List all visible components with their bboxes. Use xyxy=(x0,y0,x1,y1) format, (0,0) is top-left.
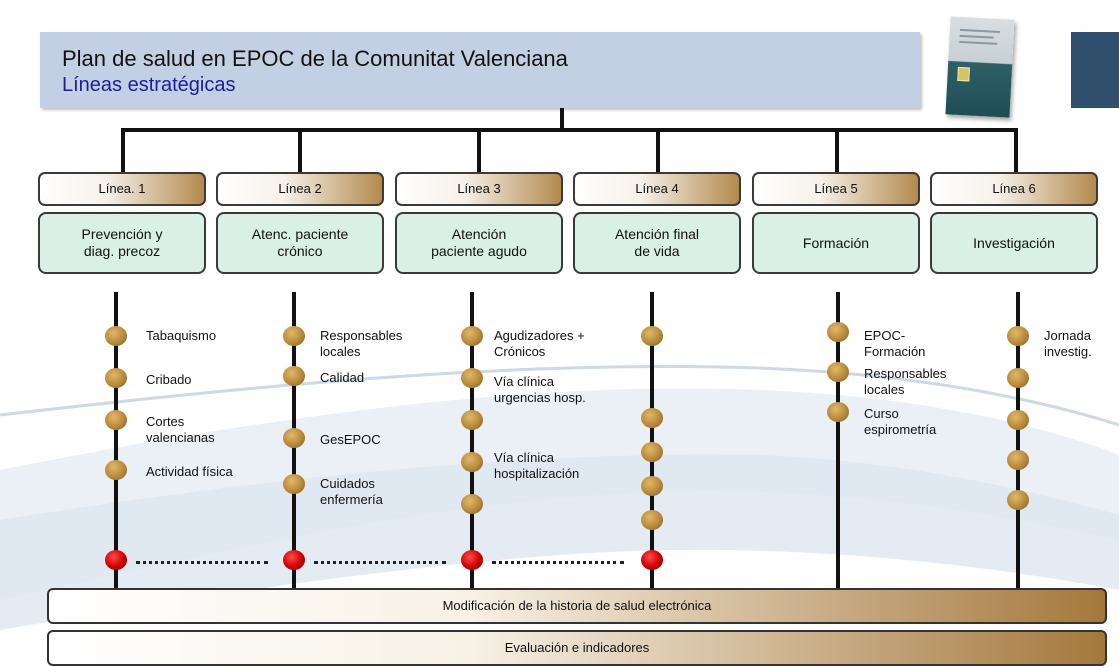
milestone-label: Cuidados enfermería xyxy=(320,476,383,507)
milestone-node xyxy=(1007,368,1029,388)
horizontal-connector xyxy=(121,128,1018,132)
line-box-final-vida: Atención final de vida xyxy=(573,212,741,274)
branch-connector-3 xyxy=(477,128,481,172)
timeline-3 xyxy=(470,292,474,592)
line-box-investigacion: Investigación xyxy=(930,212,1098,274)
milestone-label: Agudizadores + Crónicos xyxy=(494,328,585,359)
end-node xyxy=(461,550,483,570)
milestone-label: Actividad física xyxy=(146,464,233,479)
side-decoration xyxy=(1071,32,1119,108)
branch-connector-1 xyxy=(121,128,125,172)
document-cover-image xyxy=(945,16,1015,118)
milestone-node xyxy=(461,452,483,472)
line-tab-5: Línea 5 xyxy=(752,172,920,206)
milestone-node xyxy=(641,476,663,496)
trunk-connector xyxy=(560,108,564,130)
line-tab-6: Línea 6 xyxy=(930,172,1098,206)
milestone-node xyxy=(461,368,483,388)
timeline-5 xyxy=(836,292,840,592)
milestone-node xyxy=(283,428,305,448)
milestone-node xyxy=(283,474,305,494)
page-subtitle: Líneas estratégicas xyxy=(62,74,236,96)
line-tab-2: Línea 2 xyxy=(216,172,384,206)
line-box-prevencion: Prevención y diag. precoz xyxy=(38,212,206,274)
milestone-label: Curso espirometría xyxy=(864,406,937,437)
milestone-node xyxy=(641,326,663,346)
evaluation-band: Evaluación e indicadores xyxy=(47,630,1107,666)
line-tab-3: Línea 3 xyxy=(395,172,563,206)
milestone-label: Jornada investig. xyxy=(1044,328,1092,359)
milestone-node xyxy=(461,494,483,514)
timeline-1 xyxy=(114,292,118,592)
branch-connector-4 xyxy=(656,128,660,172)
milestone-label: Cribado xyxy=(146,372,192,387)
ehr-band: Modificación de la historia de salud ele… xyxy=(47,588,1107,624)
line-tab-1: Línea. 1 xyxy=(38,172,206,206)
timeline-6 xyxy=(1016,292,1020,592)
milestone-node xyxy=(641,510,663,530)
branch-connector-6 xyxy=(1014,128,1018,172)
milestone-label: Calidad xyxy=(320,370,365,385)
milestone-node xyxy=(1007,490,1029,510)
branch-connector-5 xyxy=(835,128,839,172)
line-box-agudo: Atención paciente agudo xyxy=(395,212,563,274)
milestone-node xyxy=(105,460,127,480)
end-node xyxy=(105,550,127,570)
milestone-node xyxy=(461,410,483,430)
milestone-node xyxy=(283,366,305,386)
milestone-node xyxy=(283,326,305,346)
milestone-label: GesEPOC xyxy=(320,432,381,447)
branch-connector-2 xyxy=(298,128,302,172)
line-box-formacion: Formación xyxy=(752,212,920,274)
end-node xyxy=(641,550,663,570)
line-name: Investigación xyxy=(973,234,1055,251)
page-title: Plan de salud en EPOC de la Comunitat Va… xyxy=(62,46,568,71)
milestone-node xyxy=(641,408,663,428)
milestone-node xyxy=(827,362,849,382)
line-name: Atención paciente agudo xyxy=(431,226,527,259)
dotted-link xyxy=(136,561,268,564)
milestone-node xyxy=(1007,450,1029,470)
milestone-label: Tabaquismo xyxy=(146,328,217,343)
milestone-node xyxy=(827,402,849,422)
line-tab-4: Línea 4 xyxy=(573,172,741,206)
line-name: Atenc. paciente crónico xyxy=(251,226,349,259)
milestone-label: Responsables locales xyxy=(864,366,947,397)
line-name: Atención final de vida xyxy=(614,226,700,259)
milestone-node xyxy=(105,368,127,388)
dotted-link xyxy=(314,561,446,564)
line-name: Prevención y diag. precoz xyxy=(81,226,163,259)
dotted-link xyxy=(492,561,624,564)
line-name: Formación xyxy=(802,234,870,251)
line-box-cronico: Atenc. paciente crónico xyxy=(216,212,384,274)
milestone-node xyxy=(827,322,849,342)
milestone-node xyxy=(641,442,663,462)
milestone-node xyxy=(105,410,127,430)
end-node xyxy=(283,550,305,570)
milestone-node xyxy=(1007,326,1029,346)
milestone-label: Vía clínica urgencias hosp. xyxy=(494,374,586,405)
milestone-label: Vía clínica hospitalización xyxy=(494,450,580,481)
milestone-node xyxy=(1007,410,1029,430)
milestone-label: Responsables locales xyxy=(320,328,403,359)
milestone-node xyxy=(461,326,483,346)
milestone-node xyxy=(105,326,127,346)
milestone-label: Cortes valencianas xyxy=(146,414,215,445)
milestone-label: EPOC- Formación xyxy=(864,328,926,359)
header-banner: Plan de salud en EPOC de la Comunitat Va… xyxy=(40,32,920,108)
